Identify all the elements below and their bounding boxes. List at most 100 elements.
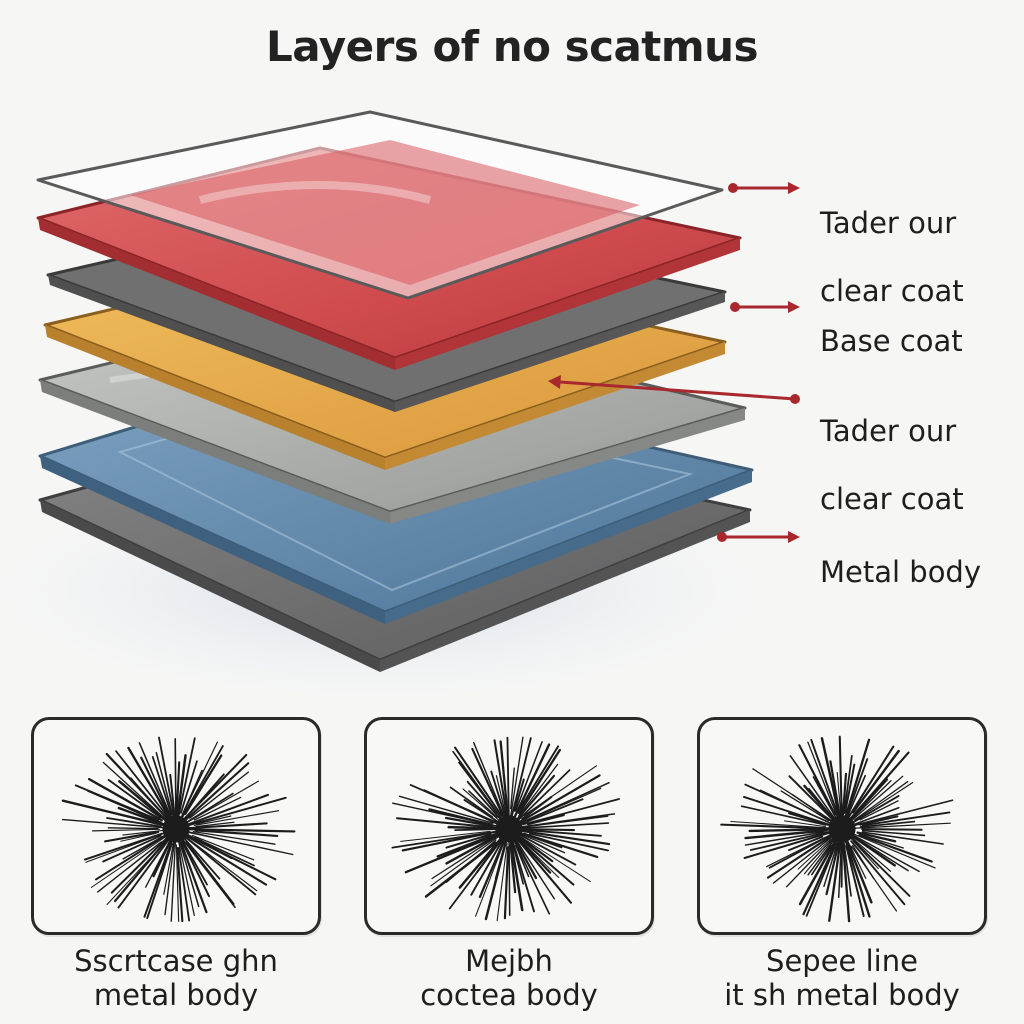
scratch-line bbox=[808, 787, 833, 817]
panel-caption-1: Sscrtcase ghn metal body bbox=[6, 944, 346, 1012]
scratch-line bbox=[523, 832, 599, 858]
scratch-line bbox=[183, 769, 241, 822]
scratch-line bbox=[516, 822, 610, 830]
arrow-clear-coat-middle bbox=[548, 375, 800, 404]
scratch-line bbox=[179, 831, 268, 886]
scratch-line bbox=[176, 847, 184, 923]
caption-line: it sh metal body bbox=[724, 978, 960, 1012]
scratch-line bbox=[803, 833, 839, 875]
scratch-line bbox=[748, 827, 839, 833]
scratch-line bbox=[155, 751, 174, 816]
label-line: Metal body bbox=[820, 555, 982, 589]
scratch-line bbox=[861, 829, 926, 837]
scratch-line bbox=[842, 738, 871, 826]
scratch-line bbox=[810, 738, 840, 818]
scratch-line bbox=[848, 799, 954, 828]
scratch-line bbox=[61, 799, 164, 827]
label-base-coat: Base coat bbox=[820, 290, 963, 392]
scratch-line bbox=[744, 783, 834, 826]
scratch-line bbox=[472, 741, 504, 815]
scratch-line bbox=[494, 842, 506, 880]
scratch-line bbox=[514, 741, 543, 812]
scratch-line bbox=[164, 833, 177, 916]
scratch-line bbox=[120, 832, 157, 842]
scratch-line bbox=[859, 833, 905, 849]
scratch-line bbox=[526, 813, 565, 826]
scratch-line bbox=[856, 831, 897, 843]
scratch-line bbox=[509, 839, 524, 912]
scratch-line bbox=[845, 844, 865, 918]
scratch-line bbox=[850, 840, 906, 906]
scratch-line bbox=[850, 834, 896, 867]
scratch-line bbox=[510, 767, 515, 810]
scratch-line bbox=[744, 829, 828, 840]
scratch-line bbox=[184, 828, 296, 833]
scratch-line bbox=[106, 817, 162, 828]
label-line: Tader our bbox=[820, 414, 957, 448]
scratch-line bbox=[61, 818, 164, 829]
diagram-title: Layers of no scatmus bbox=[265, 22, 759, 71]
scratch-line bbox=[518, 829, 611, 846]
scratch-line bbox=[391, 831, 492, 849]
scratch-line bbox=[859, 820, 916, 828]
scratch-line bbox=[518, 763, 559, 817]
scratch-line bbox=[846, 758, 869, 815]
scratch-line bbox=[445, 833, 492, 849]
scratch-line bbox=[513, 778, 525, 812]
scratch-line bbox=[110, 837, 167, 894]
scratch-line bbox=[528, 832, 610, 852]
scratch-line bbox=[514, 827, 576, 832]
scratch-line bbox=[859, 815, 899, 826]
scratch-line bbox=[118, 780, 172, 826]
scratch-line bbox=[179, 796, 287, 829]
scratch-center bbox=[495, 815, 523, 843]
scratch-line bbox=[516, 831, 563, 849]
scratch-line bbox=[175, 844, 180, 922]
scratch-line bbox=[175, 761, 181, 821]
scratch-line bbox=[117, 806, 167, 827]
scratch-line bbox=[510, 736, 524, 817]
scratch-line bbox=[463, 799, 504, 826]
scratch-center bbox=[828, 815, 856, 843]
scratch-line bbox=[104, 830, 160, 843]
scratch-line bbox=[515, 844, 530, 878]
scratch-line bbox=[181, 769, 203, 816]
scratch-line bbox=[508, 839, 511, 916]
scratch-line bbox=[825, 835, 842, 896]
panel-caption-3: Sepee line it sh metal body bbox=[672, 944, 1012, 1012]
scratch-line bbox=[730, 821, 829, 829]
scratch-line bbox=[396, 817, 506, 830]
scratch-line bbox=[514, 832, 554, 863]
scratch-line bbox=[180, 834, 221, 880]
scratch-line bbox=[861, 831, 944, 845]
scratch-line bbox=[752, 768, 833, 822]
scratch-line bbox=[853, 781, 914, 822]
scratch-line bbox=[515, 798, 584, 827]
scratch-line bbox=[97, 841, 163, 893]
scratch-line bbox=[181, 840, 210, 898]
label-line: clear coat bbox=[820, 482, 964, 516]
scratch-line bbox=[516, 774, 601, 825]
scratch-line bbox=[454, 746, 503, 817]
scratch-line bbox=[449, 786, 494, 818]
scratch-line bbox=[194, 829, 279, 838]
scratch-line bbox=[851, 837, 892, 872]
scratch-line bbox=[859, 800, 899, 821]
scratch-line bbox=[518, 833, 577, 866]
scratch-line bbox=[516, 835, 575, 886]
scratch-line bbox=[744, 831, 825, 846]
scratch-line bbox=[145, 839, 172, 888]
scratch-line bbox=[785, 833, 838, 888]
scratch-line bbox=[852, 834, 920, 873]
scratch-line bbox=[848, 795, 900, 826]
caption-line: Sepee line bbox=[766, 944, 918, 978]
scratch-line bbox=[91, 828, 160, 832]
scratch-line bbox=[851, 749, 900, 814]
scratch-line bbox=[823, 842, 839, 888]
scratch-line bbox=[845, 745, 895, 821]
pointer-arrows bbox=[548, 182, 800, 543]
label-line: Base coat bbox=[820, 324, 963, 358]
scratch-line bbox=[854, 780, 909, 821]
scratch-line bbox=[749, 830, 835, 851]
scratch-center bbox=[162, 815, 190, 843]
